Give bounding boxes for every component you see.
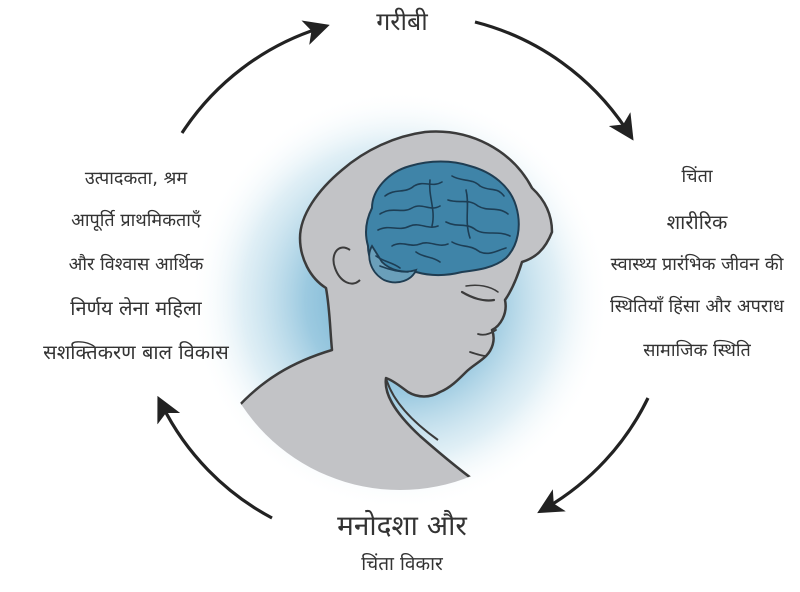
cycle-arrow-icon [474, 20, 634, 141]
left-line-2: आपूर्ति प्राथमिकताएँ [71, 210, 201, 231]
left-line-5: सशक्तिकरण बाल विकास [43, 340, 229, 364]
right-line-4: स्थितियाँ हिंसा और अपराध [610, 296, 784, 317]
cycle-arrow-icon [537, 397, 650, 514]
right-line-5: सामाजिक स्थिति [643, 340, 751, 361]
top-label: गरीबी [376, 7, 428, 36]
bottom-label-line-1: मनोदशा और [337, 509, 467, 542]
cycle-arrows [157, 20, 650, 520]
bottom-label-line-2: चिंता विकार [361, 553, 443, 575]
left-line-4: निर्णय लेना महिला [70, 296, 202, 320]
right-line-1: चिंता [681, 166, 713, 187]
right-line-3: स्वास्थ्य प्रारंभिक जीवन की [610, 254, 784, 275]
left-line-3: और विश्वास आर्थिक [68, 254, 204, 275]
brain-icon [364, 160, 520, 284]
cycle-arrow-icon [157, 395, 273, 520]
left-line-1: उत्पादकता, श्रम [84, 168, 188, 189]
right-line-2: शारीरिक [666, 210, 728, 234]
cycle-arrow-icon [180, 20, 330, 134]
